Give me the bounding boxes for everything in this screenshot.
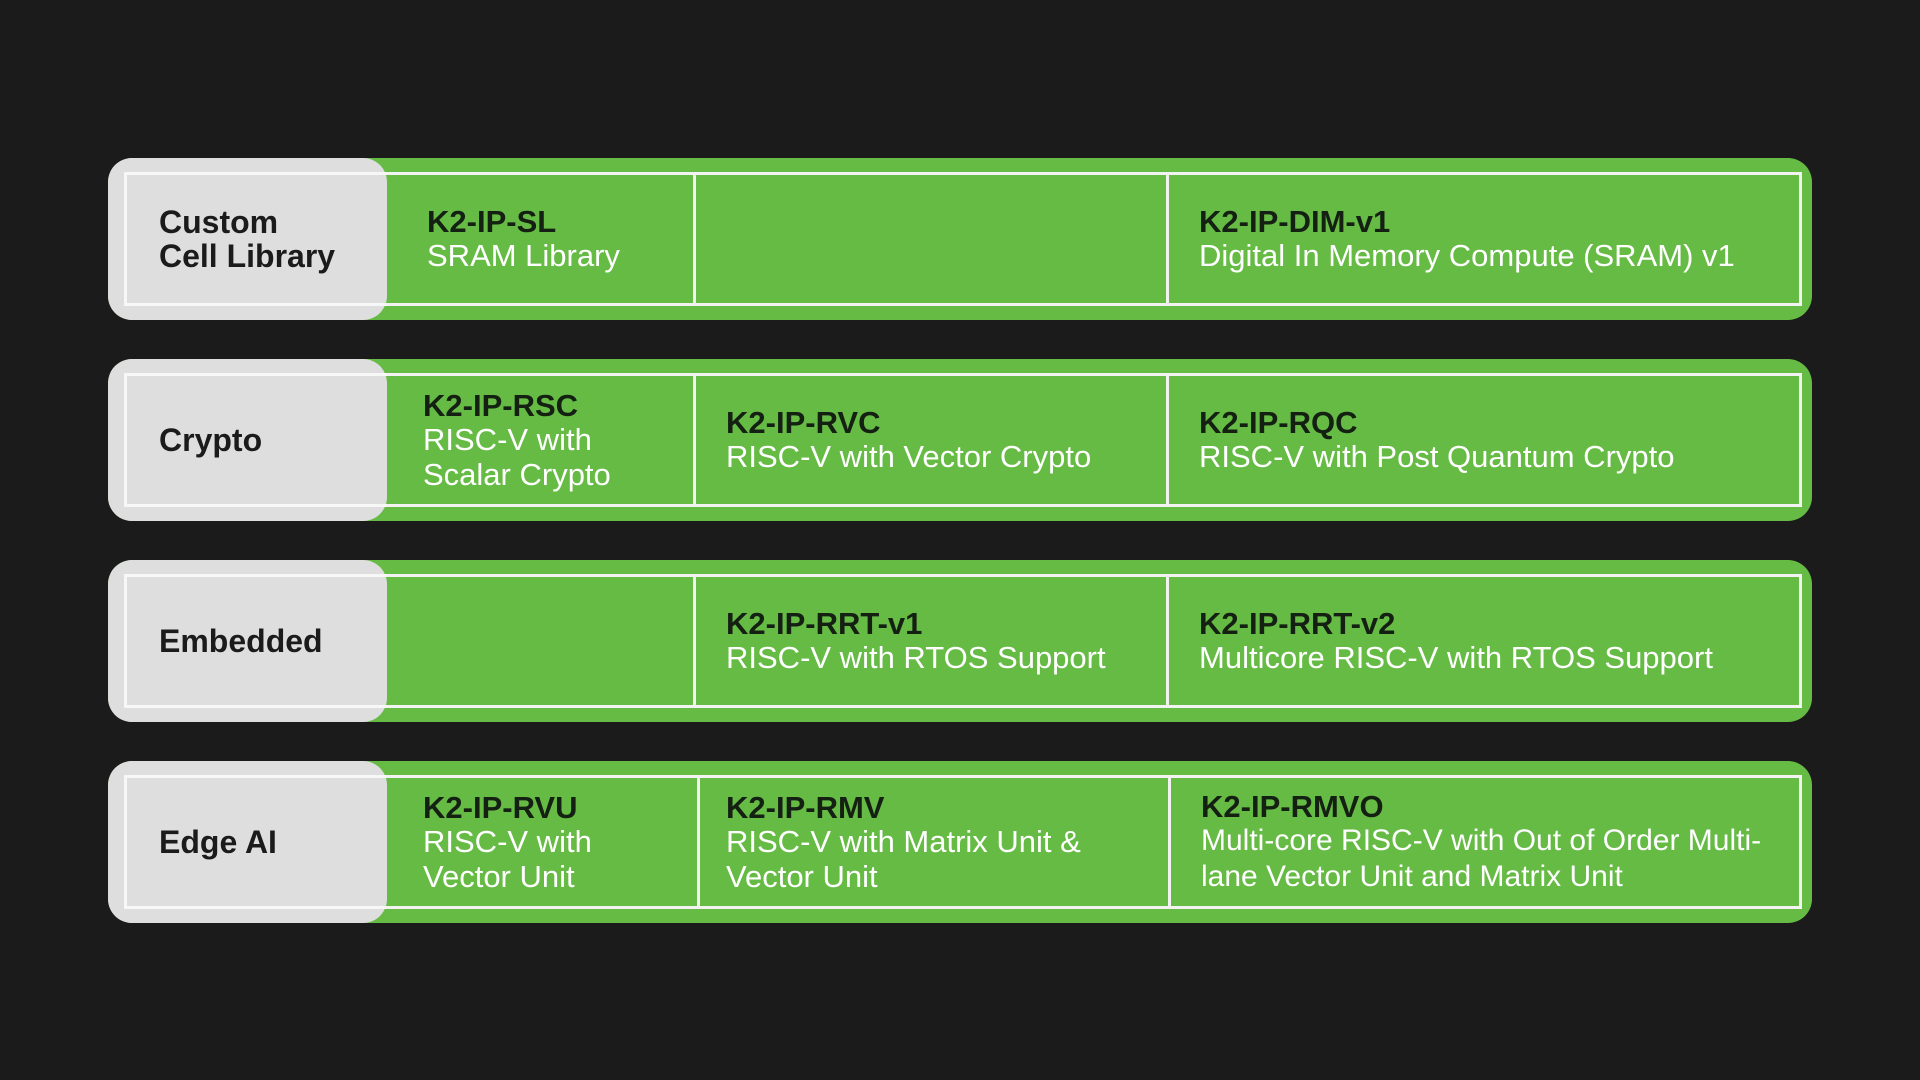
ip-cell: K2-IP-RMVO Multi-core RISC-V with Out of… — [1168, 778, 1799, 906]
row-label: Crypto — [159, 422, 263, 458]
row-cells: K2-IP-RVU RISC-V with Vector Unit K2-IP-… — [387, 775, 1802, 909]
row-crypto: Crypto K2-IP-RSC RISC-V with Scalar Cryp… — [108, 359, 1812, 521]
row-label: Embedded — [159, 623, 323, 659]
ip-cell-empty — [693, 175, 1166, 303]
row-label-frame: Crypto — [124, 373, 387, 507]
ip-code: K2-IP-RVC — [726, 405, 881, 440]
ip-code: K2-IP-SL — [427, 204, 557, 239]
ip-description: RISC-V with Matrix Unit & Vector Unit — [726, 823, 1081, 894]
row-cells: K2-IP-RSC RISC-V with Scalar Crypto K2-I… — [387, 373, 1802, 507]
ip-description: RISC-V with Post Quantum Crypto — [1199, 439, 1675, 474]
ip-description: RISC-V with Vector Crypto — [726, 439, 1092, 474]
ip-cell: K2-IP-RVU RISC-V with Vector Unit — [387, 778, 697, 906]
ip-code: K2-IP-RRT-v2 — [1199, 606, 1396, 641]
ip-cell: K2-IP-RSC RISC-V with Scalar Crypto — [387, 376, 693, 504]
ip-cell: K2-IP-RRT-v1 RISC-V with RTOS Support — [693, 577, 1166, 705]
row-label-box: Crypto — [108, 359, 387, 521]
row-label-box: Edge AI — [108, 761, 387, 923]
ip-description: Multicore RISC-V with RTOS Support — [1199, 640, 1713, 675]
ip-description: RISC-V with Vector Unit — [423, 823, 592, 894]
ip-description: Multi-core RISC-V with Out of Order Mult… — [1201, 823, 1762, 893]
ip-code: K2-IP-DIM-v1 — [1199, 204, 1391, 239]
row-label-box: Custom Cell Library — [108, 158, 387, 320]
row-label-frame: Custom Cell Library — [124, 172, 387, 306]
row-label-frame: Embedded — [124, 574, 387, 708]
row-custom-cell-library: Custom Cell Library K2-IP-SL SRAM Librar… — [108, 158, 1812, 320]
ip-cell: K2-IP-DIM-v1 Digital In Memory Compute (… — [1166, 175, 1799, 303]
ip-code: K2-IP-RMV — [726, 789, 885, 825]
ip-description: SRAM Library — [427, 238, 620, 273]
ip-cell: K2-IP-RMV RISC-V with Matrix Unit & Vect… — [697, 778, 1168, 906]
ip-cell: K2-IP-RRT-v2 Multicore RISC-V with RTOS … — [1166, 577, 1799, 705]
ip-cell: K2-IP-RQC RISC-V with Post Quantum Crypt… — [1166, 376, 1799, 504]
ip-description: RISC-V with Scalar Crypto — [423, 421, 611, 492]
ip-code: K2-IP-RQC — [1199, 405, 1358, 440]
row-label-frame: Edge AI — [124, 775, 387, 909]
ip-cell-empty — [387, 577, 693, 705]
row-embedded: Embedded K2-IP-RRT-v1 RISC-V with RTOS S… — [108, 560, 1812, 722]
ip-code: K2-IP-RVU — [423, 789, 578, 825]
row-cells: K2-IP-RRT-v1 RISC-V with RTOS Support K2… — [387, 574, 1802, 708]
ip-code: K2-IP-RMVO — [1201, 788, 1384, 824]
row-cells: K2-IP-SL SRAM Library K2-IP-DIM-v1 Digit… — [387, 172, 1802, 306]
ip-roadmap-board: Custom Cell Library K2-IP-SL SRAM Librar… — [108, 158, 1812, 923]
ip-code: K2-IP-RSC — [423, 387, 579, 423]
ip-code: K2-IP-RRT-v1 — [726, 606, 923, 641]
ip-description: RISC-V with RTOS Support — [726, 640, 1106, 675]
ip-cell: K2-IP-SL SRAM Library — [387, 175, 693, 303]
ip-description: Digital In Memory Compute (SRAM) v1 — [1199, 238, 1735, 273]
row-label-box: Embedded — [108, 560, 387, 722]
row-label: Edge AI — [159, 824, 277, 860]
row-edge-ai: Edge AI K2-IP-RVU RISC-V with Vector Uni… — [108, 761, 1812, 923]
ip-cell: K2-IP-RVC RISC-V with Vector Crypto — [693, 376, 1166, 504]
row-label: Custom Cell Library — [159, 204, 336, 274]
